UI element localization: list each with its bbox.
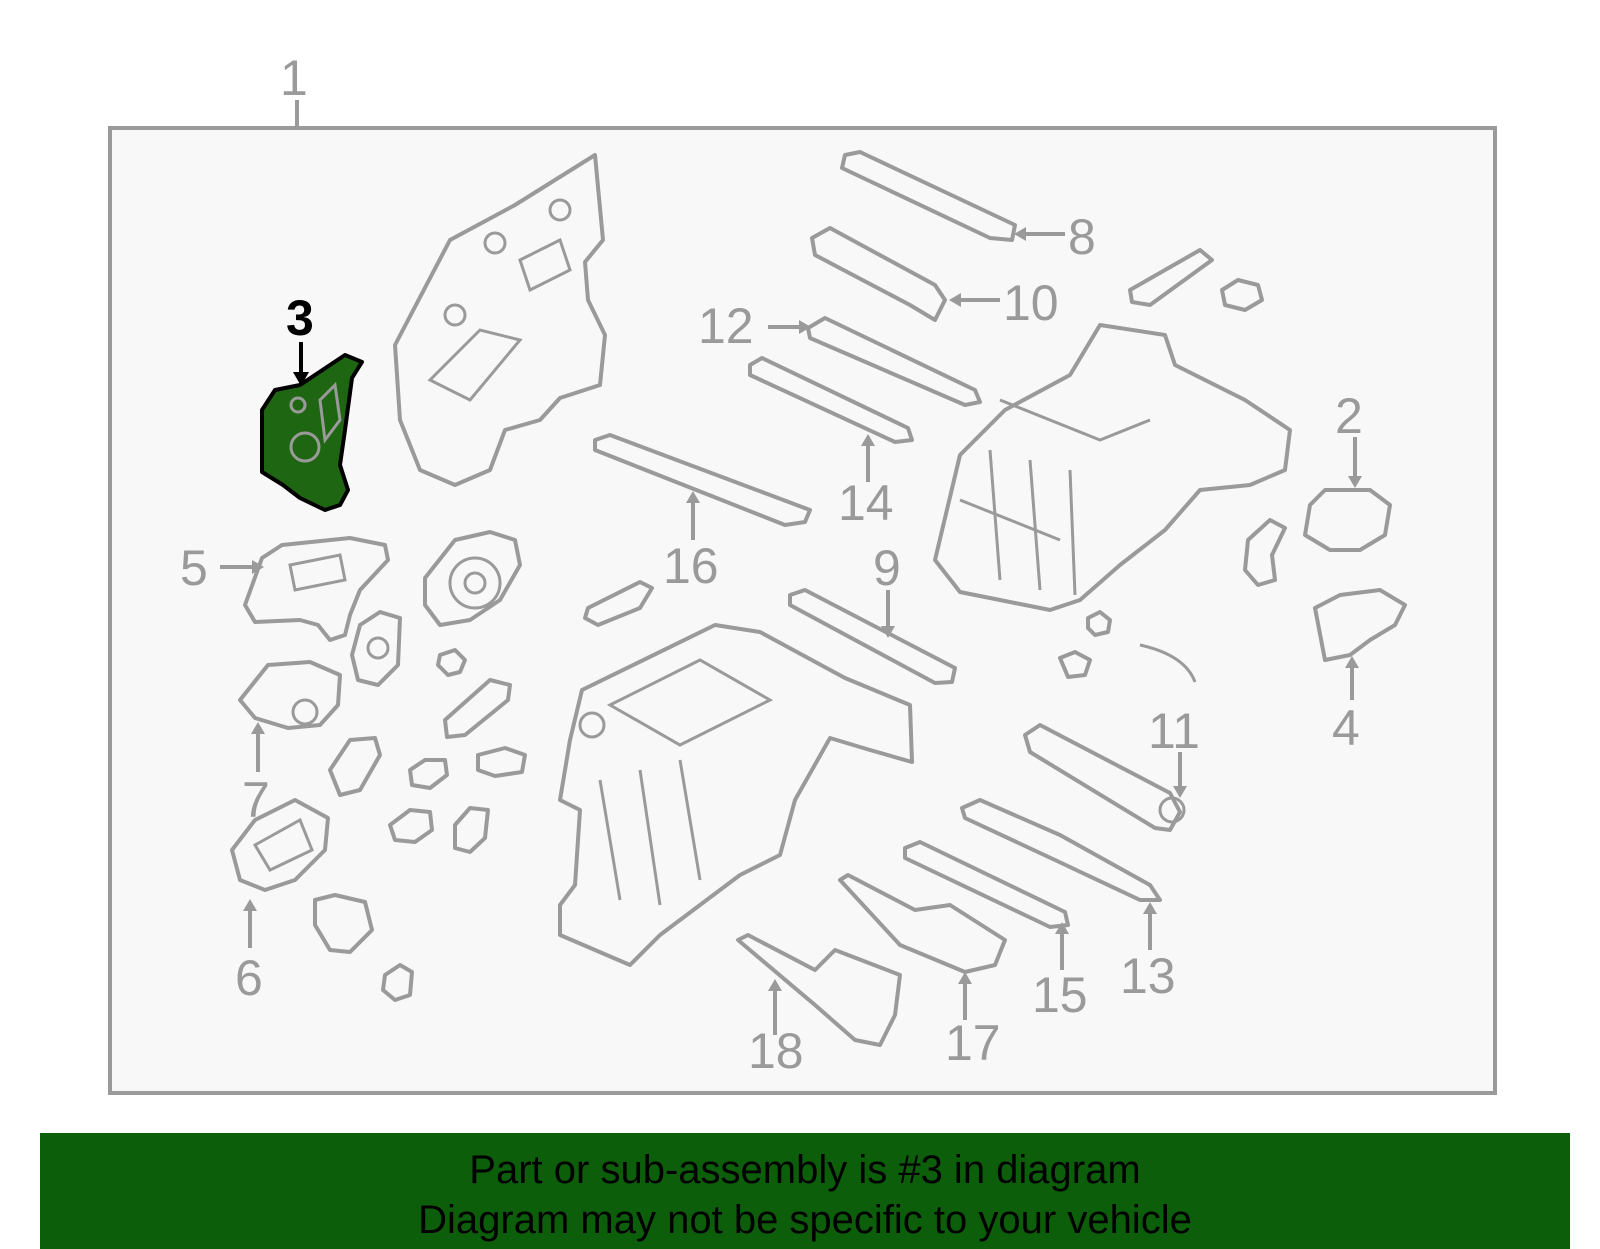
parts-diagram: 1 3 5 — [108, 50, 1497, 1095]
part-clip-b — [408, 758, 449, 790]
callout-8: 8 — [1068, 209, 1096, 265]
callout-14: 14 — [838, 475, 894, 531]
callout-3: 3 — [286, 290, 314, 346]
part-16: 16 — [593, 433, 812, 594]
part-4: 4 — [1313, 588, 1407, 756]
part-clip-j — [1058, 650, 1092, 679]
part-14: 14 — [748, 356, 914, 531]
part-heater-housing-upper — [393, 153, 607, 487]
callout-15: 15 — [1032, 967, 1088, 1023]
banner-line-1: Part or sub-assembly is #3 in diagram — [469, 1148, 1141, 1192]
part-5: 5 — [180, 536, 390, 642]
part-lever-b — [328, 736, 382, 797]
callout-12: 12 — [698, 298, 754, 354]
callout-18: 18 — [748, 1023, 804, 1079]
part-12: 12 — [698, 298, 982, 407]
callout-13: 13 — [1120, 948, 1176, 1004]
part-bracket-a — [313, 893, 374, 954]
callout-11: 11 — [1148, 703, 1200, 759]
callout-16: 16 — [663, 538, 719, 594]
part-clip-e — [453, 806, 490, 854]
callout-9: 9 — [873, 540, 901, 596]
part-2: 2 — [1303, 388, 1392, 552]
part-clip-g — [1128, 248, 1214, 307]
part-17: 17 — [838, 873, 1007, 1071]
part-clip-a — [436, 648, 467, 677]
part-18: 18 — [736, 933, 902, 1079]
part-15: 15 — [903, 840, 1088, 1023]
callout-1: 1 — [280, 50, 308, 106]
part-hose — [1139, 643, 1197, 683]
callout-2: 2 — [1335, 388, 1363, 444]
part-9: 9 — [788, 540, 957, 685]
callout-4: 4 — [1332, 700, 1360, 756]
part-gasket-a — [350, 610, 402, 687]
part-blower-motor — [423, 530, 522, 627]
part-8: 8 — [840, 150, 1096, 265]
part-13: 13 — [960, 798, 1176, 1004]
callout-17: 17 — [945, 1015, 1001, 1071]
part-11: 11 — [1023, 703, 1200, 832]
callout-6: 6 — [235, 950, 263, 1006]
part-6: 6 — [230, 798, 330, 1006]
part-10: 10 — [810, 226, 1059, 331]
part-3-highlighted: 3 — [260, 290, 364, 512]
part-clip-f — [381, 963, 414, 1002]
part-clip-k — [583, 580, 654, 627]
part-lever-a — [443, 678, 512, 739]
banner-line-2: Diagram may not be specific to your vehi… — [418, 1198, 1192, 1242]
part-clip-h — [1220, 278, 1264, 312]
part-bracket-b — [1243, 518, 1287, 587]
part-heater-housing-lower — [558, 623, 914, 967]
part-clip-i — [1086, 610, 1112, 637]
part-clip-d — [388, 808, 434, 844]
info-banner: Part or sub-assembly is #3 in diagram Di… — [40, 1133, 1570, 1249]
callout-5: 5 — [180, 540, 208, 596]
callout-10: 10 — [1003, 275, 1059, 331]
part-clip-c — [476, 746, 527, 778]
part-heater-case-right — [933, 323, 1292, 612]
